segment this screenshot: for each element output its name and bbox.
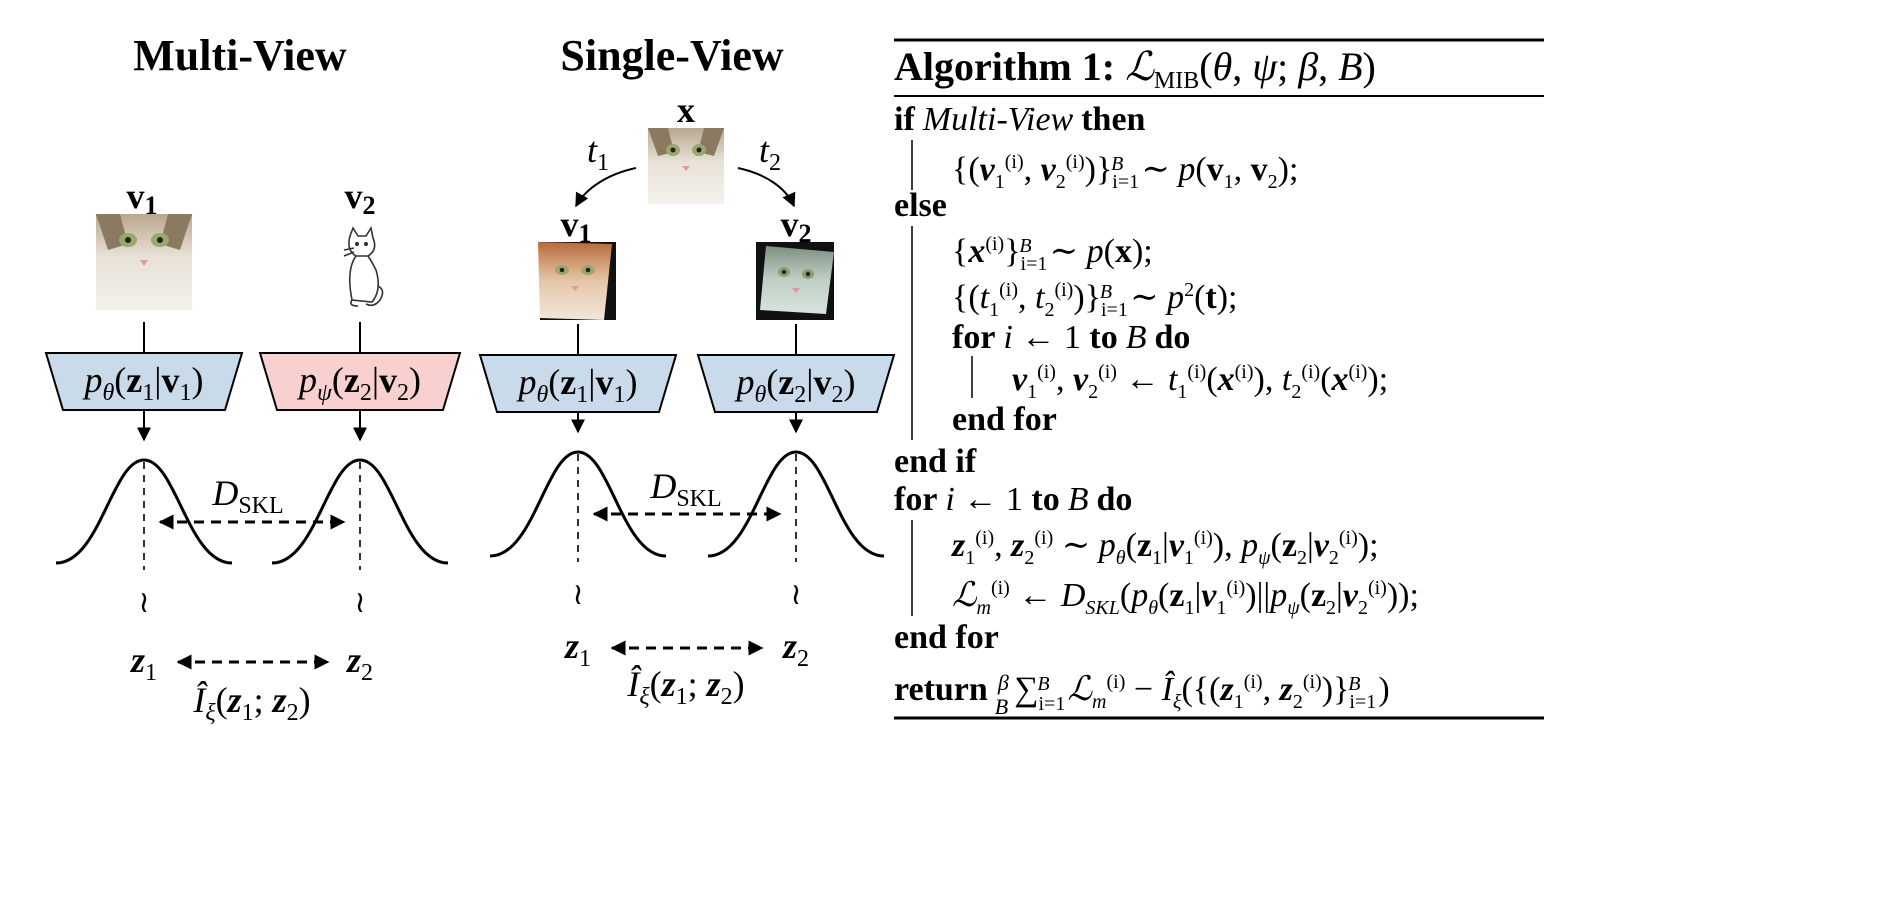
sv-mi-estimator: Îξ(z1; z2)	[626, 664, 744, 710]
sv-encoder-2: pθ(z2|v2)	[696, 354, 896, 413]
mv-encoder-2: pψ(z2|v2)	[258, 352, 462, 411]
alg-line-loss: ℒm(i) ← DSKL(pθ(z1|v1(i))||pψ(z2|v2(i)))…	[952, 577, 1419, 619]
mv-encoder-1: pθ(z1|v1)	[44, 352, 244, 411]
svg-text:pθ(z2|v2): pθ(z2|v2)	[734, 362, 856, 408]
alg-line-end-if: end if	[894, 443, 977, 480]
mv-gaussian-1	[55, 458, 233, 565]
sv-x-label: x	[677, 90, 695, 130]
sv-gaussian-2	[707, 450, 885, 558]
algorithm-header: Algorithm 1:ℒMIB(θ, ψ; β, B)	[894, 44, 1376, 94]
sv-v2-cat-photo	[756, 242, 834, 320]
sv-t1-label: t1	[587, 130, 609, 176]
single-view-title: Single-View	[560, 31, 783, 80]
sv-encoder-1: pθ(z1|v1)	[478, 354, 678, 413]
mv-z2-label: z2	[345, 640, 373, 686]
sv-v1-cat-photo	[538, 242, 616, 320]
svg-text:pθ(z1|v1): pθ(z1|v1)	[82, 360, 204, 406]
sv-t2-arrow	[737, 167, 796, 208]
svg-text:pψ(z2|v2): pψ(z2|v2)	[296, 360, 421, 406]
mv-sample-symbol-2: ≀	[354, 586, 365, 619]
alg-line-sample-t: {(t1(i), t2(i))}i=1B∼ p2(t);	[952, 279, 1238, 321]
alg-line-sample-x: {x(i)}i=1B∼ p(x);	[952, 233, 1153, 275]
mv-z1-label: z1	[129, 640, 157, 686]
sv-divergence-label: DSKL	[649, 466, 721, 512]
sv-gaussian-1	[489, 450, 667, 558]
alg-line-end-for-2: end for	[894, 619, 999, 656]
alg-line-encode: z1(i), z2(i) ∼ pθ(z1|v1(i)), pψ(z2|v2(i)…	[951, 527, 1379, 569]
sv-t1-arrow	[575, 167, 637, 208]
single-view-panel: Single-View x t1 t2 v1 v2	[478, 31, 896, 710]
multi-view-panel: Multi-View v1 v2 pθ(z1|v1)	[44, 31, 462, 726]
mv-divergence-label: DSKL	[211, 473, 283, 519]
mv-v2-cat-sketch	[343, 225, 384, 307]
sv-z1-label: z1	[563, 626, 591, 672]
sv-sample-symbol-2: ≀	[790, 578, 801, 611]
alg-line-transform: v1(i), v2(i) ← t1(i)(x(i)), t2(i)(x(i));	[1012, 361, 1388, 403]
mv-mi-estimator: Îξ(z1; z2)	[192, 680, 310, 726]
multi-view-title: Multi-View	[133, 31, 347, 80]
sv-x-cat-photo	[648, 128, 724, 204]
alg-line-sample-views: {(v1(i), v2(i))}i=1B∼ p(v1, v2);	[952, 151, 1298, 193]
sv-t2-label: t2	[759, 130, 781, 176]
sv-v2-label: v2	[781, 204, 812, 248]
sv-z2-label: z2	[781, 626, 809, 672]
mv-v1-label: v1	[127, 176, 158, 220]
svg-text:pθ(z1|v1): pθ(z1|v1)	[516, 362, 638, 408]
mv-gaussian-2	[271, 458, 449, 565]
mv-sample-symbol-1: ≀	[138, 586, 149, 619]
mv-v1-cat-photo	[96, 214, 192, 310]
alg-line-else: else	[894, 187, 947, 224]
alg-line-end-for-1: end for	[952, 401, 1057, 438]
sv-sample-symbol-1: ≀	[572, 578, 583, 611]
mv-v2-label: v2	[345, 176, 376, 220]
sv-v1-label: v1	[561, 204, 592, 248]
